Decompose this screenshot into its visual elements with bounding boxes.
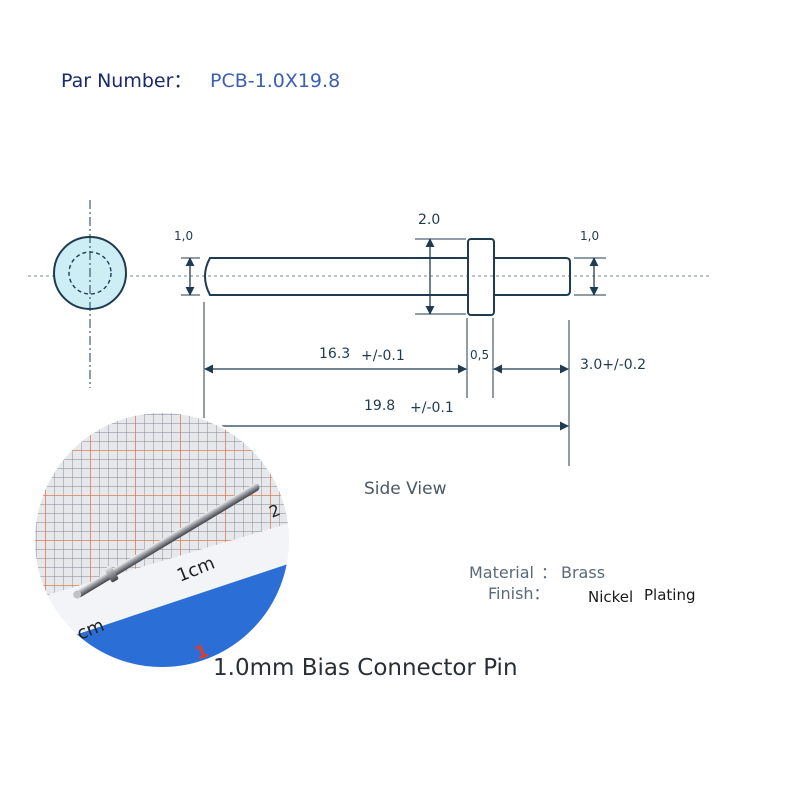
finish-value-nickel: Nickel: [588, 588, 633, 606]
product-caption: 1.0mm Bias Connector Pin: [213, 655, 518, 681]
part-number-label: Par Number：: [61, 70, 192, 92]
dim-right-length-text: 3.0+/-0.2: [580, 357, 646, 373]
product-photo: RTLECS 1cm cm 2 1: [34, 412, 290, 668]
photo-frame: [33, 411, 291, 669]
dim-right-diameter-text: 1,0: [580, 229, 599, 243]
dim-right-length: 3.0+/-0.2: [493, 357, 646, 374]
material-label: Material: [469, 563, 534, 582]
pin-collar: [467, 238, 495, 316]
dim-left-diameter-text: 1,0: [174, 229, 193, 243]
material-separator: ：: [541, 563, 557, 582]
dim-right-diameter: 1,0: [574, 229, 606, 296]
pin-side-view: [204, 238, 571, 316]
dim-total-length: 19.8 +/-0.1: [204, 398, 569, 431]
dim-total-length-tolerance: +/-0.1: [410, 400, 454, 416]
dim-collar-length: 0,5: [470, 348, 489, 362]
dim-collar-length-text: 0,5: [470, 348, 489, 362]
dim-total-length-text: 19.8: [364, 398, 395, 414]
end-view: [53, 200, 127, 388]
pin-left-shaft: [204, 257, 468, 296]
finish-value-plating: Plating: [644, 586, 695, 604]
photo-pin: [73, 483, 260, 599]
pin-right-shaft: [494, 257, 571, 296]
dim-left-diameter: 1,0: [174, 229, 200, 296]
material-value: Brass: [561, 563, 605, 582]
dim-left-length: 16.3 +/-0.1: [204, 346, 467, 374]
extension-lines: [203, 302, 570, 466]
dim-left-length-text: 16.3: [319, 346, 350, 362]
finish-label: Finish：: [488, 584, 550, 603]
dim-collar-diameter-text: 2.0: [418, 212, 440, 228]
dim-left-length-tolerance: +/-0.1: [361, 348, 405, 364]
dim-collar-diameter: 2.0: [415, 212, 466, 315]
view-label: Side View: [364, 479, 447, 499]
part-number-value: PCB-1.0X19.8: [210, 70, 340, 92]
